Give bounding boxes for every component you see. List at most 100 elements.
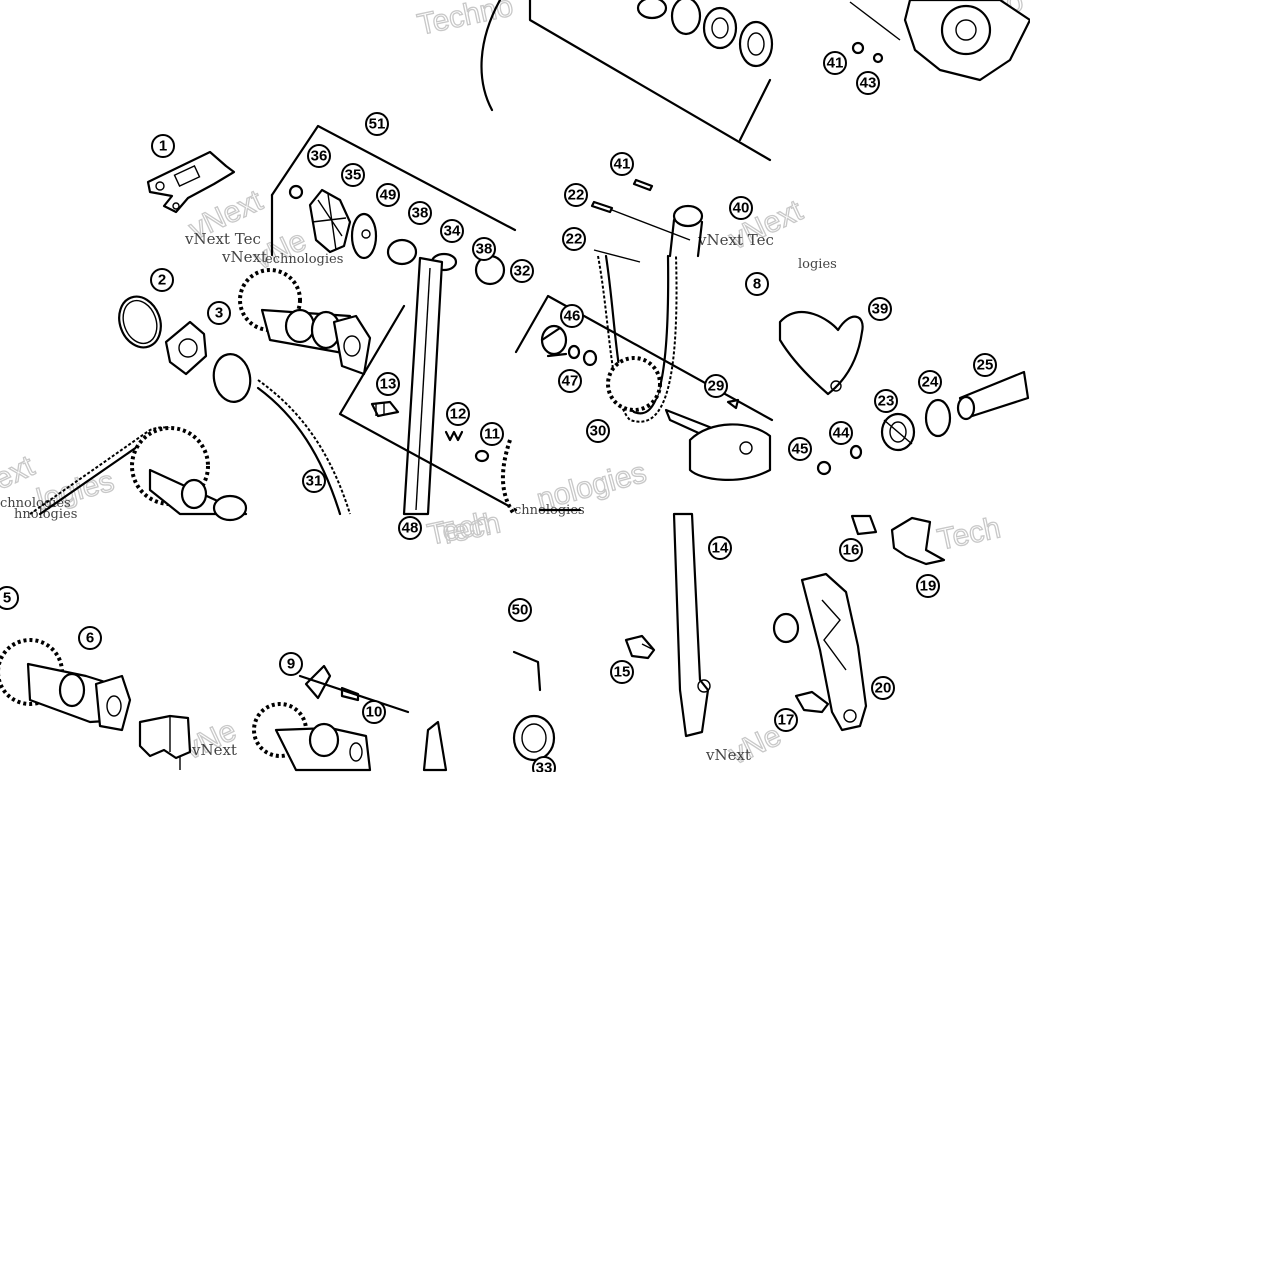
watermark-line: echnologies xyxy=(265,252,343,267)
callout-22: 22 xyxy=(564,183,588,207)
svg-text:41: 41 xyxy=(827,55,844,72)
watermark-line: vNext Tec xyxy=(184,230,261,248)
callout-47: 47 xyxy=(558,369,582,393)
callout-36: 36 xyxy=(307,144,331,168)
svg-text:15: 15 xyxy=(614,664,631,681)
callout-29: 29 xyxy=(704,374,728,398)
bolt-part-16 xyxy=(850,514,878,536)
callout-1: 1 xyxy=(151,134,175,158)
camshaft-chain-left xyxy=(29,426,248,522)
callout-38b: 38 xyxy=(472,237,496,261)
callout-2: 2 xyxy=(150,268,174,292)
tensioner-piston-part-13 xyxy=(370,400,400,418)
o-ring-part xyxy=(212,353,252,403)
svg-text:46: 46 xyxy=(564,308,581,325)
svg-text:20: 20 xyxy=(875,680,892,697)
svg-text:35: 35 xyxy=(345,167,362,184)
callout-12: 12 xyxy=(446,402,470,426)
sensor-part xyxy=(138,714,192,770)
callout-3: 3 xyxy=(207,301,231,325)
svg-text:50: 50 xyxy=(512,602,529,619)
watermark-line: vNext Tec xyxy=(697,231,774,249)
shaft-part-25 xyxy=(956,370,1030,421)
nut-part-23 xyxy=(880,412,916,452)
callout-30: 30 xyxy=(586,419,610,443)
svg-text:39: 39 xyxy=(872,301,889,318)
callout-50: 50 xyxy=(508,598,532,622)
callout-44: 44 xyxy=(829,421,853,445)
bearing-part-46 xyxy=(540,324,598,367)
watermark-line: hnologies xyxy=(14,507,77,522)
parts-layer xyxy=(0,0,1032,772)
watermark: Tech xyxy=(935,511,1004,556)
callout-49: 49 xyxy=(376,183,400,207)
camshaft-part xyxy=(238,268,372,376)
callout-25: 25 xyxy=(973,353,997,377)
watermark-line: chnologies xyxy=(0,496,71,511)
spring-part-12 xyxy=(444,430,464,442)
svg-text:36: 36 xyxy=(311,148,328,165)
pin-part-11 xyxy=(474,449,490,463)
svg-text:31: 31 xyxy=(306,473,323,490)
callout-39: 39 xyxy=(868,297,892,321)
callout-24: 24 xyxy=(918,370,942,394)
water-pump-group-box xyxy=(270,124,517,257)
gasket-part-39 xyxy=(778,310,864,396)
svg-text:16: 16 xyxy=(843,542,860,559)
small-parts-44-45 xyxy=(816,444,863,476)
gear-edge xyxy=(500,439,516,516)
chain-loop-part-30 xyxy=(597,254,678,423)
chain-guide-bolts-top xyxy=(590,178,691,263)
callout-17: 17 xyxy=(774,708,798,732)
watermark-line: vNext xyxy=(191,741,237,759)
callout-46: 46 xyxy=(560,304,584,328)
svg-text:41: 41 xyxy=(614,156,631,173)
svg-text:2: 2 xyxy=(158,272,166,289)
callout-8: 8 xyxy=(745,272,769,296)
watermark: Techno xyxy=(415,0,516,42)
svg-text:24: 24 xyxy=(922,374,939,391)
svg-text:3: 3 xyxy=(215,305,223,322)
camshaft-part-9 xyxy=(252,664,448,772)
bearing-part-33 xyxy=(512,650,556,762)
callout-41b: 41 xyxy=(823,51,847,75)
callout-35: 35 xyxy=(341,163,365,187)
svg-text:11: 11 xyxy=(484,426,500,443)
callout-9: 9 xyxy=(279,652,303,676)
svg-text:51: 51 xyxy=(369,116,386,133)
callout-41: 41 xyxy=(610,152,634,176)
callout-13: 13 xyxy=(376,372,400,396)
svg-text:43: 43 xyxy=(860,75,877,92)
callout-32: 32 xyxy=(510,259,534,283)
svg-text:22: 22 xyxy=(568,187,585,204)
bolt-part-15 xyxy=(624,634,656,660)
svg-text:8: 8 xyxy=(753,276,761,293)
svg-text:38: 38 xyxy=(476,241,493,258)
watermark-line: vNext xyxy=(221,248,267,266)
callout-15: 15 xyxy=(610,660,634,684)
svg-text:25: 25 xyxy=(977,357,994,374)
callout-38: 38 xyxy=(408,201,432,225)
balancer-group-box xyxy=(514,294,774,512)
svg-text:1: 1 xyxy=(159,138,167,155)
svg-text:29: 29 xyxy=(708,378,725,395)
watermark-layer: Techno Techno vNext vNext Tech Tech logi… xyxy=(0,0,1027,772)
callout-5: 5 xyxy=(0,586,19,610)
callout-19: 19 xyxy=(916,574,940,598)
callout-11: 11 xyxy=(480,422,504,446)
callout-31: 31 xyxy=(302,469,326,493)
callout-layer: 1 2 3 5 6 8 9 10 11 12 13 14 15 16 17 19… xyxy=(0,51,997,780)
watermark: Tech xyxy=(435,506,504,551)
callout-20: 20 xyxy=(871,676,895,700)
housing-edge xyxy=(480,0,502,112)
svg-text:34: 34 xyxy=(444,223,461,240)
bearing-set xyxy=(528,0,774,162)
balancer-shaft-part-29 xyxy=(664,398,772,481)
svg-text:5: 5 xyxy=(3,590,11,607)
guide-rail-part-14 xyxy=(672,512,711,738)
callout-34: 34 xyxy=(440,219,464,243)
callout-14: 14 xyxy=(708,536,732,560)
timing-chain-part-31 xyxy=(256,379,351,516)
svg-text:48: 48 xyxy=(402,520,419,537)
